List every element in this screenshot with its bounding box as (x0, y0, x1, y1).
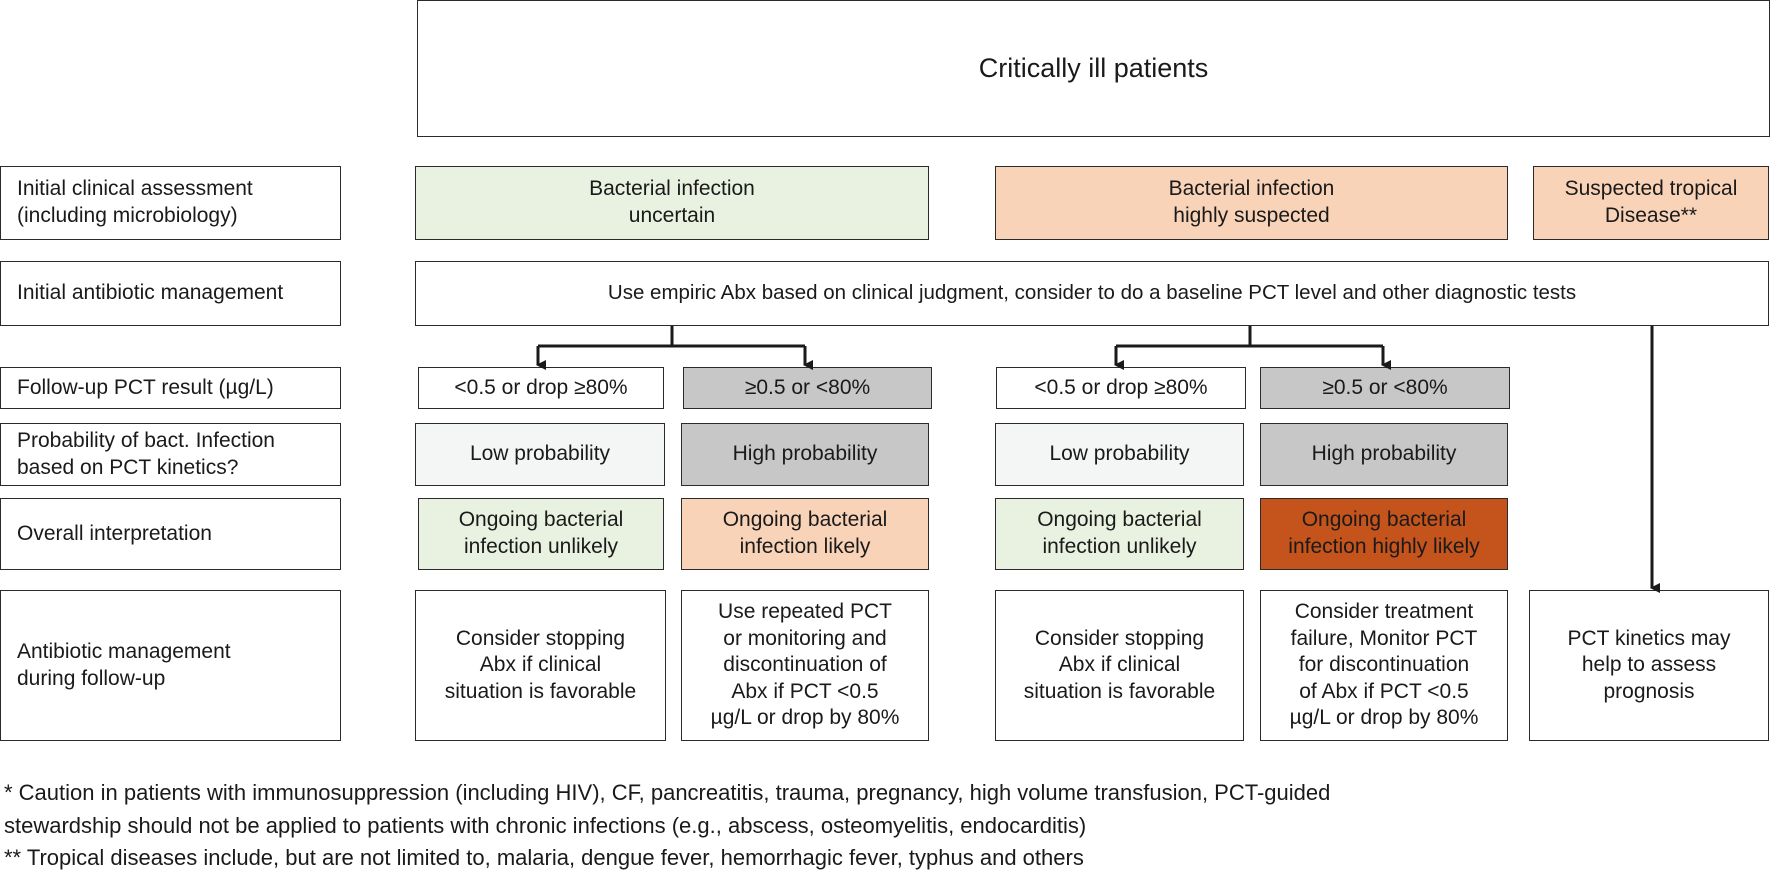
assessment-tropical: Suspected tropical Disease** (1533, 166, 1769, 240)
diagram-title: Critically ill patients (978, 53, 1209, 84)
probability-high-left: High probability (681, 423, 929, 486)
row-label-initial-management: Initial antibiotic management (0, 261, 341, 326)
assessment-uncertain: Bacterial infection uncertain (415, 166, 929, 240)
interpretation-highly-likely: Ongoing bacterial infection highly likel… (1260, 498, 1508, 570)
initial-management-box: Use empiric Abx based on clinical judgme… (415, 261, 1769, 326)
pct-result-low-right: <0.5 or drop ≥80% (996, 367, 1246, 409)
row-label-initial-assessment: Initial clinical assessment (including m… (0, 166, 341, 240)
followup-treatment-failure: Consider treatment failure, Monitor PCT … (1260, 590, 1508, 741)
row-label-probability: Probability of bact. Infection based on … (0, 423, 341, 486)
footnote-line-2: stewardship should not be applied to pat… (4, 813, 1087, 838)
followup-repeat-pct: Use repeated PCT or monitoring and disco… (681, 590, 929, 741)
pct-result-high-right: ≥0.5 or <80% (1260, 367, 1510, 409)
row-label-interpretation: Overall interpretation (0, 498, 341, 570)
probability-high-right: High probability (1260, 423, 1508, 486)
interpretation-unlikely-left: Ongoing bacterial infection unlikely (418, 498, 664, 570)
interpretation-unlikely-right: Ongoing bacterial infection unlikely (995, 498, 1244, 570)
probability-low-right: Low probability (995, 423, 1244, 486)
footnote-line-3: ** Tropical diseases include, but are no… (4, 845, 1084, 870)
footnote-line-1: * Caution in patients with immunosuppres… (4, 780, 1331, 805)
assessment-highly-suspected: Bacterial infection highly suspected (995, 166, 1508, 240)
probability-low-left: Low probability (415, 423, 665, 486)
followup-stop-right: Consider stopping Abx if clinical situat… (995, 590, 1244, 741)
row-label-followup-pct: Follow-up PCT result (µg/L) (0, 367, 341, 409)
row-label-followup-management: Antibiotic management during follow-up (0, 590, 341, 741)
interpretation-likely: Ongoing bacterial infection likely (681, 498, 929, 570)
followup-stop-left: Consider stopping Abx if clinical situat… (415, 590, 666, 741)
followup-prognosis: PCT kinetics may help to assess prognosi… (1529, 590, 1769, 741)
title-box: Critically ill patients (417, 0, 1770, 137)
